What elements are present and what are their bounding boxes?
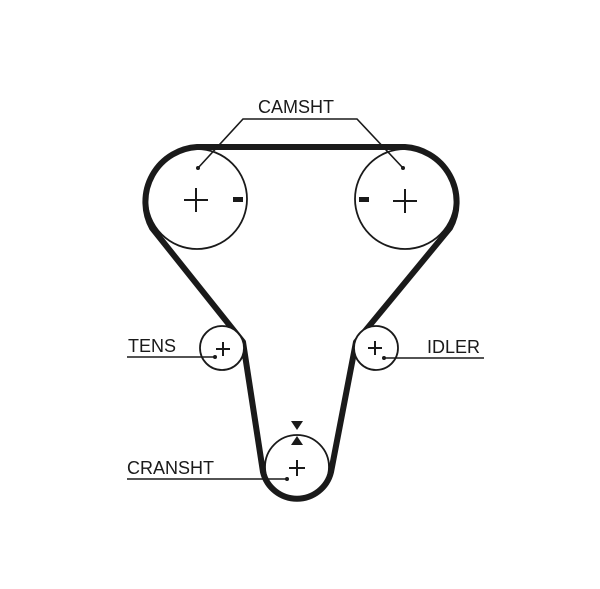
crankshaft-label: CRANSHT (127, 458, 215, 478)
camshaft-left-pulley (146, 148, 248, 250)
camshaft-label: CAMSHT (258, 97, 334, 117)
timing-mark-up-icon (291, 436, 303, 445)
plus-icon (184, 188, 208, 212)
camshaft-leader (197, 118, 404, 169)
minus-icon (359, 197, 369, 202)
plus-icon (216, 342, 230, 356)
camshaft-right-pulley (354, 148, 456, 250)
plus-icon (393, 189, 417, 213)
minus-icon (233, 197, 243, 202)
plus-icon (368, 341, 382, 355)
plus-icon (289, 460, 305, 476)
tensioner-label: TENS (128, 336, 177, 356)
crankshaft-pulley (264, 434, 330, 500)
timing-mark-down-icon (291, 421, 303, 430)
idler-label: IDLER (427, 337, 481, 357)
